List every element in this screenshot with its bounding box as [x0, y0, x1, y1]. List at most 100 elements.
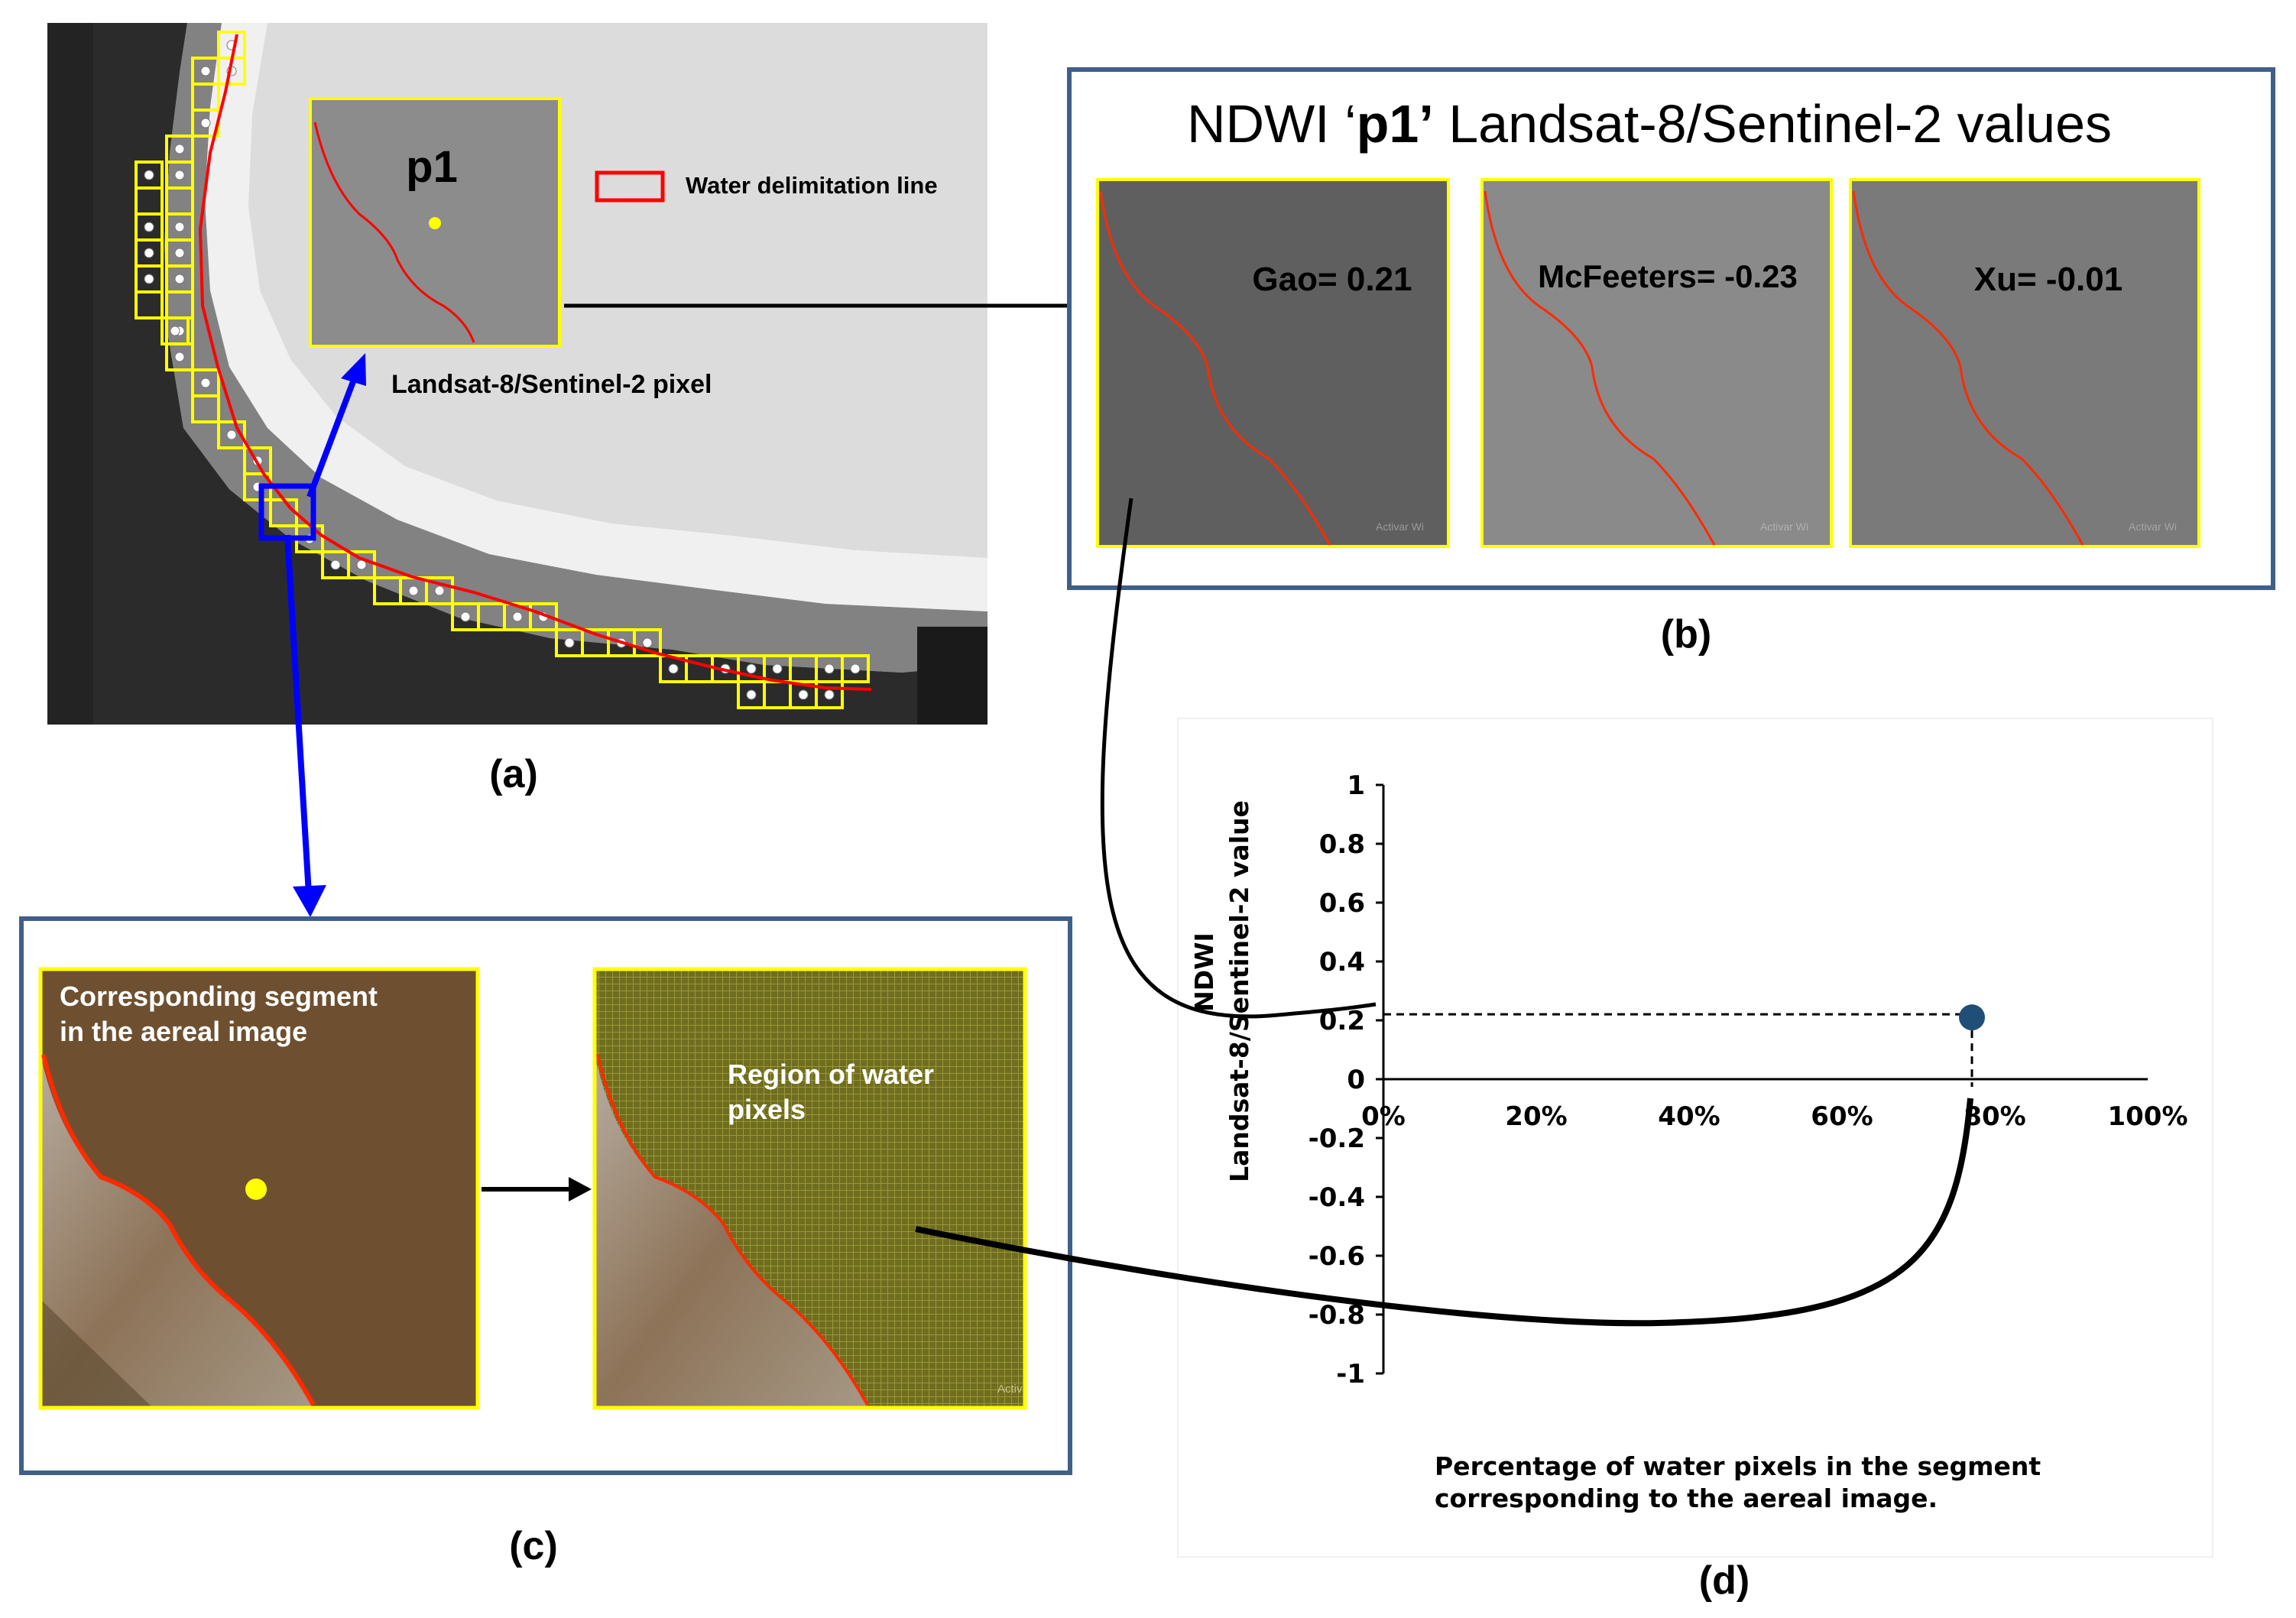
caption-b: (b): [1661, 612, 1711, 657]
data-point: [1959, 1004, 1985, 1031]
pixel-center-dot: [668, 663, 679, 674]
pixel-center-dot: [170, 326, 180, 336]
legend-label: Water delimitation line: [686, 172, 938, 199]
caption-a: (a): [489, 752, 538, 796]
pixel-square: [217, 420, 246, 449]
pixel-center-dot: [356, 559, 367, 570]
pixel-square: [529, 602, 558, 631]
pixel-center-dot: [434, 585, 445, 596]
pixel-center-dot: [798, 689, 809, 700]
ndwi-scatter-chart: 0%20%40%60%80%100% 10.80.60.40.20-0.2-0.…: [1189, 770, 2188, 1513]
point-guide-lines: [1383, 1013, 1973, 1087]
y-tick-label: -1: [1336, 1359, 1365, 1389]
x-tick-label: 100%: [2107, 1101, 2187, 1132]
pixel-center-dot: [200, 378, 211, 388]
caption-d: (d): [1699, 1558, 1750, 1603]
panel-d-background: [1177, 718, 2213, 1558]
y-tick-label: -0.2: [1309, 1124, 1365, 1154]
segment-label-line2: in the aereal image: [60, 1016, 307, 1047]
watermark-c: Activ: [997, 1383, 1023, 1396]
pixel-center-dot: [174, 248, 185, 258]
x-axis-label-line2: corresponding to the aereal image.: [1435, 1483, 1938, 1513]
pixel-center-dot: [144, 170, 154, 180]
y-tick-label: -0.4: [1309, 1182, 1365, 1213]
pixel-center-dot: [824, 689, 835, 700]
x-tick-label: 60%: [1811, 1101, 1873, 1132]
pixel-center-dot: [746, 689, 757, 700]
legend-swatch: [595, 170, 665, 203]
panel-b-title: NDWI ‘p1’ Landsat-8/Sentinel-2 values: [1187, 94, 2112, 154]
x-tick-label: 80%: [1964, 1101, 2025, 1132]
y-axis-label-line2: Landsat-8/Sentinel-2 value: [1224, 800, 1254, 1182]
pixel-center-dot: [144, 274, 154, 284]
water-region-image: Region of water pixels Activ: [592, 967, 1027, 1410]
arrow-c-right: [482, 1177, 592, 1201]
region-label-line2: pixels: [728, 1094, 806, 1125]
pixel-grid-squares: [135, 31, 870, 709]
y-tick-label: 0: [1347, 1065, 1365, 1095]
value-xu: Xu= -0.01: [1974, 261, 2123, 298]
pixel-center-dot: [564, 637, 575, 648]
watermark: Activar Wi: [2129, 520, 2177, 533]
pixel-square: [161, 316, 190, 345]
connector-curves: [915, 498, 1973, 1327]
pixel-center-dot: [772, 663, 783, 674]
y-tick-label: 0.6: [1319, 888, 1365, 919]
pixel-square: [425, 576, 454, 605]
value-mcfeeters: McFeeters= -0.23: [1538, 258, 1798, 294]
connector-c-to-d: [915, 1098, 1973, 1327]
y-tick-label: 0.8: [1319, 829, 1365, 860]
x-tick-label: 20%: [1505, 1101, 1567, 1132]
pixel-center-dot: [408, 585, 419, 596]
pixel-center-dot: [200, 66, 211, 76]
x-axis-label-line1: Percentage of water pixels in the segmen…: [1435, 1451, 2041, 1481]
pixel-center-dot: [200, 118, 211, 128]
title-suffix: Landsat-8/Sentinel-2 values: [1434, 94, 2112, 154]
pixel-caption: Landsat-8/Sentinel-2 pixel: [391, 370, 712, 399]
water-delimitation-line: [198, 34, 872, 691]
pixel-square: [135, 290, 164, 319]
pixel-square: [633, 628, 662, 657]
watermark: Activar Wi: [1760, 520, 1808, 533]
pixel-center-dot: [460, 611, 471, 622]
pixel-square: [815, 680, 844, 709]
blue-arrows: [284, 353, 366, 917]
watermark: Activar Wi: [1376, 520, 1424, 533]
x-tick-label: 40%: [1658, 1101, 1720, 1132]
legend: Water delimitation line: [595, 170, 938, 203]
pixel-center-dot: [850, 663, 861, 674]
region-label-line1: Region of water: [728, 1059, 934, 1090]
pixel-center-dot: [174, 170, 185, 180]
pixel-center-dot: [642, 637, 653, 648]
pixel-center-dot: [174, 274, 185, 284]
y-tick-label: -0.6: [1309, 1241, 1365, 1272]
pixel-square: [841, 654, 870, 683]
pixel-square: [191, 394, 220, 423]
pixel-center-dot: [144, 248, 154, 258]
inset-p1: p1: [309, 97, 561, 348]
title-prefix: NDWI ‘: [1187, 94, 1357, 154]
aerial-segment-image: Corresponding segment in the aereal imag…: [38, 967, 480, 1410]
value-gao: Gao= 0.21: [1252, 261, 1412, 298]
y-tick-labels: 10.80.60.40.20-0.2-0.4-0.6-0.8-1: [1309, 770, 1383, 1389]
pixel-center-dot: [824, 663, 835, 674]
pixel-center-dot: [174, 144, 185, 154]
connector-b-to-d: [1100, 498, 1377, 1019]
pixel-center-dot: [512, 611, 523, 622]
y-axis-label-line1: NDWI: [1189, 932, 1219, 1012]
ndwi-tile-xu: Xu= -0.01 Activar Wi: [1849, 178, 2200, 548]
y-tick-label: 1: [1347, 770, 1365, 801]
data-points: [1959, 1004, 1985, 1031]
segment-label-line1: Corresponding segment: [60, 981, 378, 1012]
y-tick-label: -0.8: [1309, 1300, 1365, 1331]
pixel-center-dot: [746, 663, 757, 674]
title-bold: p1’: [1357, 94, 1434, 154]
pixel-center-dot: [226, 430, 237, 440]
pixel-center-dot: [174, 222, 185, 232]
y-tick-label: 0.4: [1319, 947, 1365, 978]
pixel-center-dot: [330, 559, 341, 570]
pixel-center-dot: [144, 222, 154, 232]
x-tick-labels: 0%20%40%60%80%100%: [1361, 1101, 2187, 1132]
caption-c: (c): [509, 1524, 558, 1568]
